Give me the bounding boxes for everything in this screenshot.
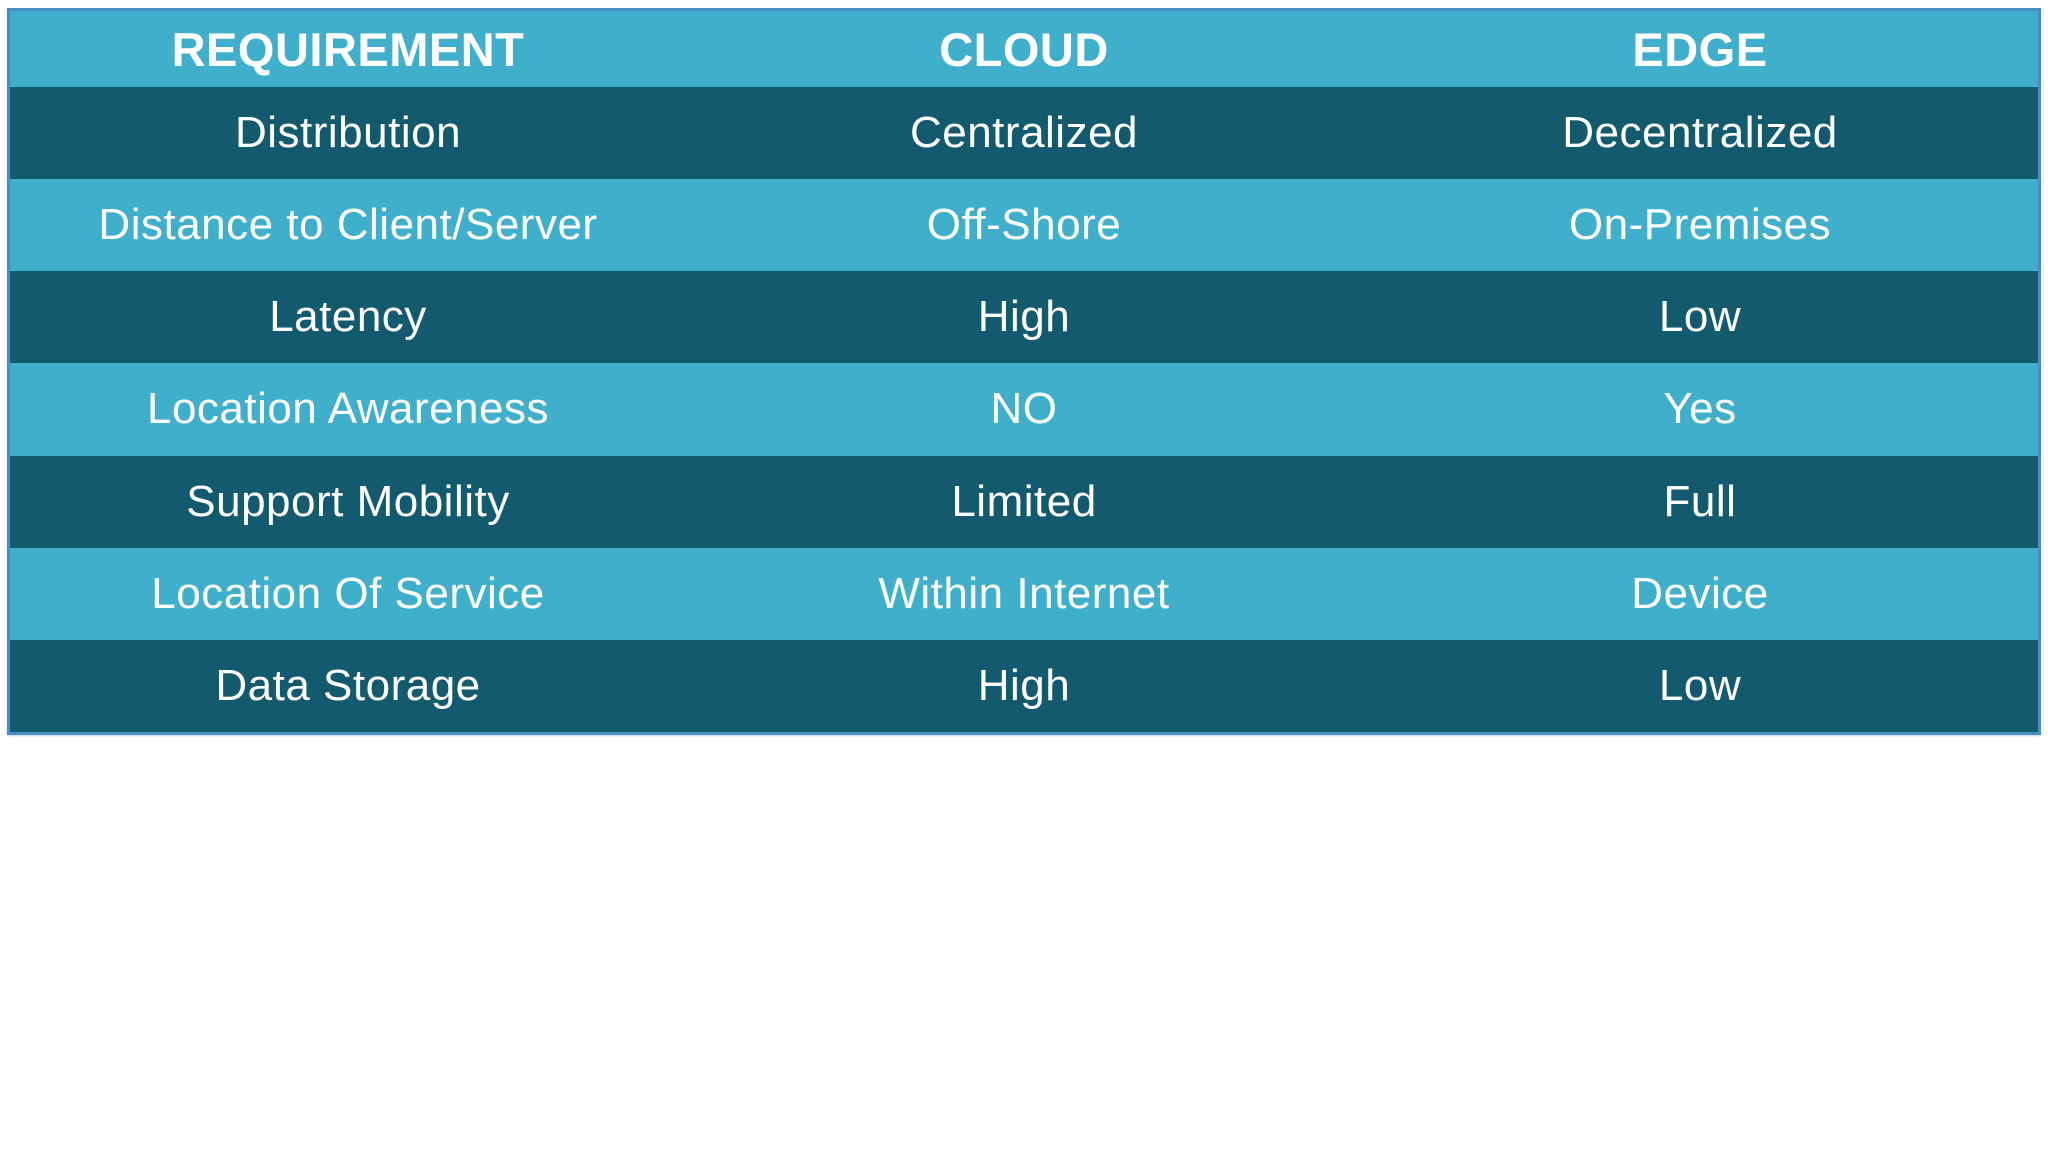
cell-edge: Low	[1658, 660, 1742, 710]
cell-edge: Full	[1663, 476, 1737, 526]
table-row-location-of-service: Location Of Service Within Internet Devi…	[10, 547, 2038, 640]
cell-edge: On-Premises	[1568, 200, 1832, 250]
table-row-data-storage: Data Storage High Low	[10, 639, 2038, 732]
table-header-row: REQUIREMENT CLOUD EDGE	[10, 11, 2038, 87]
cell-cloud: NO	[990, 384, 1058, 434]
cell-requirement: Distance to Client/Server	[98, 200, 598, 250]
cell-cloud: Within Internet	[878, 568, 1170, 618]
cell-cloud: Centralized	[909, 108, 1139, 158]
cell-requirement: Distribution	[234, 108, 462, 158]
cell-requirement: Support Mobility	[186, 476, 510, 526]
cell-cloud: High	[977, 660, 1071, 710]
cell-cloud: High	[977, 292, 1071, 342]
cell-cloud: Off-Shore	[926, 200, 1122, 250]
table-row-distribution: Distribution Centralized Decentralized	[10, 87, 2038, 180]
cloud-edge-comparison-table: REQUIREMENT CLOUD EDGE Distribution Cent…	[7, 8, 2041, 735]
table-row-support-mobility: Support Mobility Limited Full	[10, 455, 2038, 548]
cell-edge: Low	[1658, 292, 1742, 342]
cell-requirement: Location Of Service	[151, 568, 545, 618]
table-row-latency: Latency High Low	[10, 271, 2038, 364]
cell-requirement: Latency	[269, 292, 427, 342]
column-header-cloud: CLOUD	[939, 22, 1109, 76]
column-header-requirement: REQUIREMENT	[171, 22, 525, 76]
cell-requirement: Data Storage	[215, 660, 481, 710]
table-row-location-awareness: Location Awareness NO Yes	[10, 363, 2038, 456]
cell-requirement: Location Awareness	[146, 384, 549, 434]
cell-cloud: Limited	[951, 476, 1097, 526]
cell-edge: Decentralized	[1562, 108, 1838, 158]
column-header-edge: EDGE	[1632, 22, 1768, 76]
cell-edge: Yes	[1663, 384, 1737, 434]
cell-edge: Device	[1631, 568, 1769, 618]
table-row-distance: Distance to Client/Server Off-Shore On-P…	[10, 179, 2038, 272]
